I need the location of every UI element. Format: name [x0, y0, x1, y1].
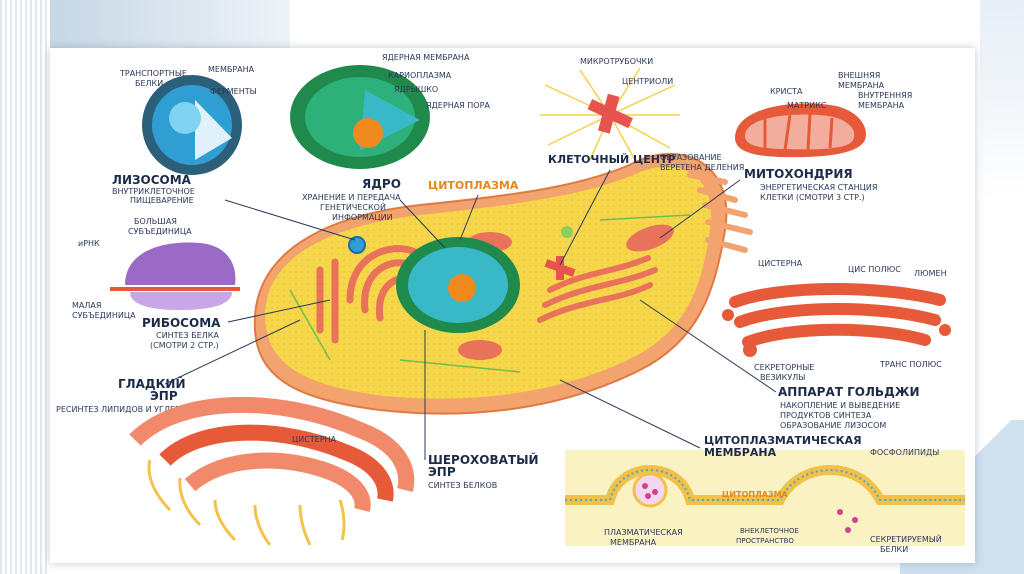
- golgi-cisterna-label: ЦИСТЕРНА: [758, 259, 803, 268]
- rough-er-illustration: [129, 396, 415, 546]
- cell-centre-desc1: ОБРАЗОВАНИЕ: [660, 153, 722, 162]
- golgi-desc2: ПРОДУКТОВ СИНТЕЗА: [780, 411, 872, 420]
- inner-membrane-label2: МЕМБРАНА: [858, 101, 905, 110]
- secreted-proteins-label2: БЕЛКИ: [880, 545, 908, 554]
- membrane-title1: ЦИТОПЛАЗМАТИЧЕСКАЯ: [704, 434, 862, 447]
- lysosome-transport-label: ТРАНСПОРТНЫЕ: [119, 69, 187, 78]
- ribosome-large1: БОЛЬШАЯ: [134, 217, 177, 226]
- extracellular-label2: ПРОСТРАНСТВО: [736, 537, 794, 545]
- decorative-corner-top-right: [980, 0, 1024, 200]
- mitochondrion-desc1: ЭНЕРГЕТИЧЕСКАЯ СТАНЦИЯ: [760, 183, 877, 192]
- ribosome-small2: СУБЪЕДИНИЦА: [72, 311, 136, 320]
- cell-centre-illustration: [540, 67, 680, 161]
- centrioles-label: ЦЕНТРИОЛИ: [622, 77, 673, 86]
- ribosome-desc1: СИНТЕЗ БЕЛКА: [156, 331, 219, 340]
- cell-centre-title: КЛЕТОЧНЫЙ ЦЕНТР: [548, 153, 676, 166]
- nuclear-pore-label: ЯДЕРНАЯ ПОРА: [426, 101, 490, 110]
- animal-cell: [253, 152, 753, 415]
- microtubules-label: МИКРОТРУБОЧКИ: [580, 57, 653, 66]
- phospholipids-label: ФОСФОЛИПИДЫ: [870, 448, 939, 457]
- mitochondrion-in-cell: [458, 340, 502, 360]
- golgi-cis-label: ЦИС ПОЛЮС: [848, 265, 901, 274]
- nucleus-desc2: ГЕНЕТИЧЕСКОЙ: [320, 201, 386, 212]
- outer-membrane-label2: МЕМБРАНА: [838, 81, 885, 90]
- inner-membrane-label1: ВНУТРЕННЯЯ: [858, 91, 912, 100]
- membrane-title2: МЕМБРАНА: [704, 446, 777, 459]
- lysosome-in-cell: [348, 236, 366, 254]
- nucleolus-label: ЯДРЫШКО: [394, 85, 438, 94]
- ribosome-desc2: (СМОТРИ 2 СТР.): [150, 341, 219, 350]
- golgi-title: АППАРАТ ГОЛЬДЖИ: [778, 385, 920, 399]
- lysosome-illustration: [142, 75, 242, 175]
- ribosome-title: РИБОСОМА: [142, 316, 221, 330]
- ribosome-illustration: [110, 242, 240, 310]
- lysosome-desc1: ВНУТРИКЛЕТОЧНОЕ: [112, 187, 195, 196]
- ribosome-small1: МАЛАЯ: [72, 301, 101, 310]
- lysosome-membrane-label: МЕМБРАНА: [208, 65, 255, 74]
- vesicle-in-cell: [561, 226, 573, 238]
- centriole-in-cell: [544, 256, 576, 280]
- outer-membrane-label1: ВНЕШНЯЯ: [838, 71, 880, 80]
- mitochondrion-in-cell: [626, 224, 674, 252]
- rough-er-title1: ШЕРОХОВАТЫЙ: [428, 452, 539, 467]
- smooth-er-title1: ГЛАДКИЙ: [118, 376, 185, 391]
- rough-er-title2: ЭПР: [428, 465, 456, 479]
- karyoplasm-label: КАРИОПЛАЗМА: [388, 71, 452, 80]
- golgi-in-cell: [537, 255, 658, 323]
- secretory-vesicles-label2: ВЕЗИКУЛЫ: [760, 373, 805, 382]
- nucleus-desc1: ХРАНЕНИЕ И ПЕРЕДАЧА: [302, 193, 401, 202]
- plasma-membrane-label1: ПЛАЗМАТИЧЕСКАЯ: [604, 528, 683, 537]
- cell-centre-desc2: ВЕРЕТЕНА ДЕЛЕНИЯ: [660, 163, 744, 172]
- matrix-label: МАТРИКС: [787, 101, 827, 110]
- lysosome-enzymes-label: ФЕРМЕНТЫ: [210, 87, 257, 96]
- golgi-trans-label: ТРАНС ПОЛЮС: [879, 360, 942, 369]
- smooth-er-title2: ЭПР: [150, 389, 178, 403]
- decorative-corner-top-left: [50, 0, 290, 48]
- smooth-er-desc: РЕСИНТЕЗ ЛИПИДОВ И УГЛЕВОДОВ: [56, 405, 205, 414]
- golgi-desc1: НАКОПЛЕНИЕ И ВЫВЕДЕНИЕ: [780, 401, 900, 410]
- cytoplasm-label: ЦИТОПЛАЗМА: [428, 179, 519, 192]
- rough-er-cisterna-label: ЦИСТЕРНА: [292, 435, 337, 444]
- nucleus-title: ЯДРО: [362, 177, 401, 191]
- nucleus-in-cell: [396, 237, 520, 333]
- secretory-vesicles-label1: СЕКРЕТОРНЫЕ: [754, 363, 814, 372]
- lysosome-proteins-label: БЕЛКИ: [135, 79, 163, 88]
- mitochondrion-title: МИТОХОНДРИЯ: [744, 167, 853, 181]
- extracellular-label1: ВНЕКЛЕТОЧНОЕ: [740, 527, 799, 535]
- nucleus-illustration: [290, 65, 430, 169]
- golgi-illustration: [722, 283, 951, 357]
- mitochondrion-desc2: КЛЕТКИ (СМОТРИ 3 СТР.): [760, 193, 865, 202]
- nucleus-desc3: ИНФОРМАЦИИ: [332, 213, 393, 222]
- nuclear-membrane-label: ЯДЕРНАЯ МЕМБРАНА: [382, 53, 470, 62]
- crista-label: КРИСТА: [770, 87, 803, 96]
- membrane-cytoplasm-label: ЦИТОПЛАЗМА: [722, 490, 789, 499]
- lysosome-desc2: ПИЩЕВАРЕНИЕ: [130, 196, 194, 205]
- mitochondrion-illustration: [735, 103, 866, 158]
- membrane-illustration: [565, 450, 965, 546]
- golgi-desc3: ОБРАЗОВАНИЕ ЛИЗОСОМ: [780, 421, 886, 430]
- rough-er-desc: СИНТЕЗ БЕЛКОВ: [428, 481, 497, 490]
- secreted-proteins-label1: СЕКРЕТИРУЕМЫЙ: [870, 533, 942, 544]
- ribosome-large2: СУБЪЕДИНИЦА: [128, 227, 192, 236]
- decorative-stripes: [0, 0, 50, 574]
- mrna-label: иРНК: [78, 239, 100, 248]
- lysosome-title: ЛИЗОСОМА: [112, 173, 192, 187]
- golgi-lumen-label: ЛЮМЕН: [914, 269, 947, 278]
- plasma-membrane-label2: МЕМБРАНА: [610, 538, 657, 547]
